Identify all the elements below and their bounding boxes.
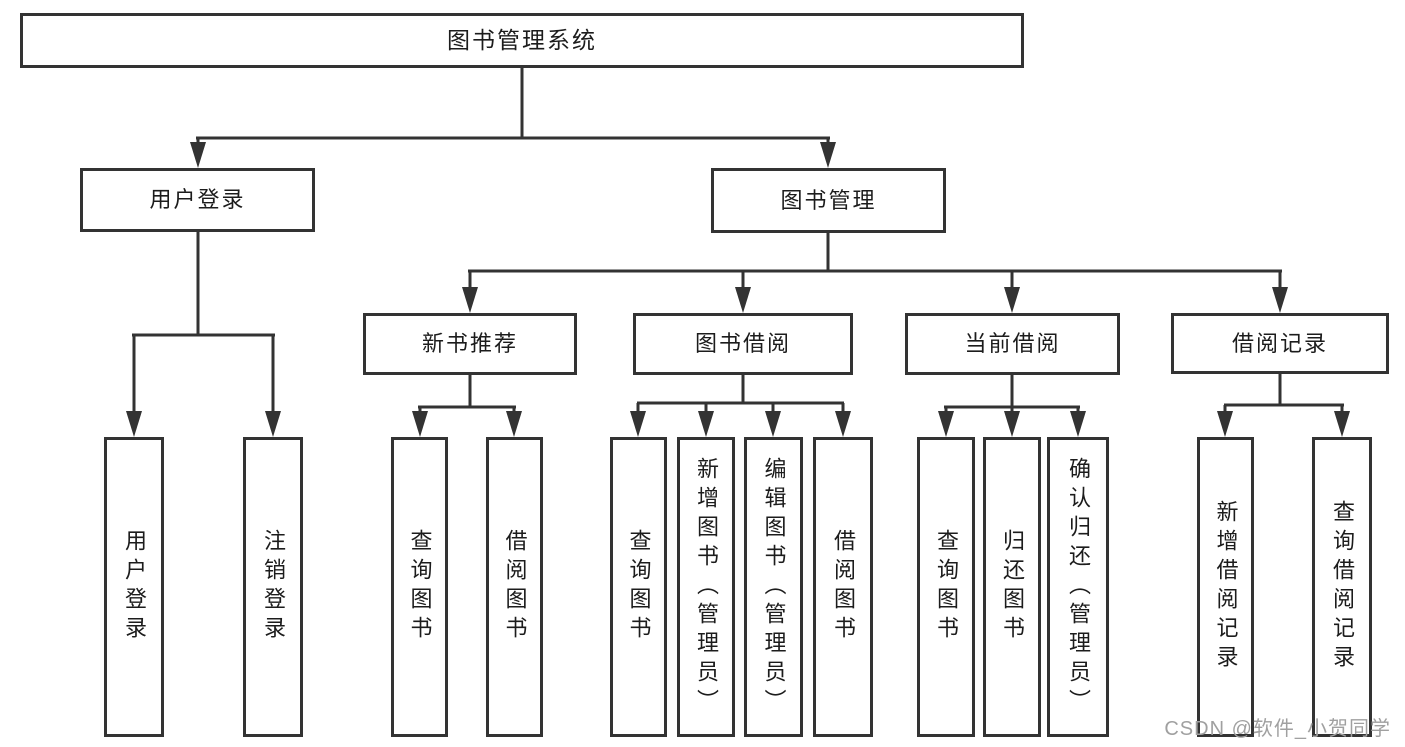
node-user-login: 用户登录: [80, 168, 315, 232]
node-leaf-query-books-borrowing: 查询图书: [610, 437, 667, 737]
csdn-watermark: CSDN @软件_小贺同学: [1164, 718, 1391, 740]
node-leaf-logout: 注销登录: [243, 437, 303, 737]
node-book-management: 图书管理: [711, 168, 946, 233]
node-leaf-borrow-books-recommend: 借阅图书: [486, 437, 543, 737]
node-leaf-add-books-admin: 新增图书（管理员）: [677, 437, 735, 737]
node-leaf-query-borrow-record: 查询借阅记录: [1312, 437, 1372, 737]
node-leaf-query-books-recommend: 查询图书: [391, 437, 448, 737]
node-library-system: 图书管理系统: [20, 13, 1024, 68]
node-leaf-add-borrow-record: 新增借阅记录: [1197, 437, 1254, 737]
node-leaf-borrow-books-borrowing: 借阅图书: [813, 437, 873, 737]
node-leaf-confirm-return-admin: 确认归还（管理员）: [1047, 437, 1109, 737]
node-leaf-return-books: 归还图书: [983, 437, 1041, 737]
node-book-borrowing: 图书借阅: [633, 313, 853, 375]
node-current-borrowing: 当前借阅: [905, 313, 1120, 375]
node-leaf-edit-books-admin: 编辑图书（管理员）: [744, 437, 803, 737]
node-borrow-records: 借阅记录: [1171, 313, 1389, 374]
node-new-book-recommend: 新书推荐: [363, 313, 577, 375]
node-leaf-query-books-current: 查询图书: [917, 437, 975, 737]
node-leaf-user-login: 用户登录: [104, 437, 164, 737]
